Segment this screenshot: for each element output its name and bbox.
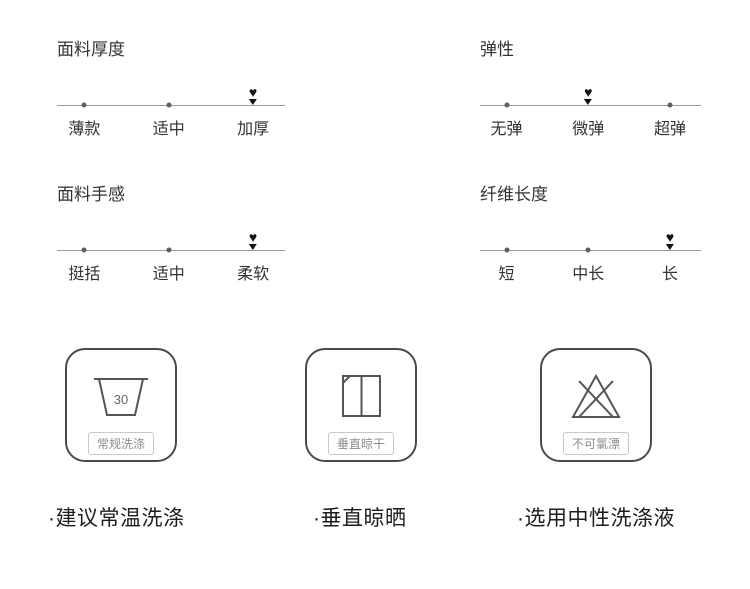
heart-glyph: ♥ bbox=[248, 229, 258, 245]
heart-glyph: ♥ bbox=[248, 84, 258, 100]
track-dot bbox=[504, 247, 510, 253]
track-option-label: 适中 bbox=[152, 121, 185, 138]
wash-temperature-label: 30 bbox=[114, 392, 128, 407]
no-bleach-icon bbox=[571, 373, 621, 418]
marker-pointer bbox=[584, 99, 593, 105]
track-dot bbox=[166, 247, 172, 253]
track-dot bbox=[667, 102, 673, 108]
scale-title: 面料厚度 bbox=[57, 40, 125, 59]
track-dot bbox=[585, 247, 591, 253]
track-option-label: 微弹 bbox=[572, 121, 605, 138]
scale-fabric-thickness: 面料厚度 ♥ 薄款 适中 加厚 bbox=[57, 39, 285, 140]
scale-fabric-feel: 面料手感 ♥ 挺括 适中 柔软 bbox=[57, 184, 285, 285]
heart-marker-icon: ♥ bbox=[249, 82, 257, 105]
scale-track: ♥ 短 中长 长 bbox=[480, 227, 701, 285]
track-option-label: 短 bbox=[498, 266, 515, 283]
care-badge: 常规洗涤 bbox=[87, 432, 155, 455]
scale-fiber-length: 纤维长度 ♥ 短 中长 长 bbox=[480, 184, 701, 285]
heart-marker-icon: ♥ bbox=[666, 227, 674, 250]
track-option-label: 柔软 bbox=[237, 266, 270, 283]
care-badge: 垂直晾干 bbox=[327, 432, 395, 455]
heart-marker-icon: ♥ bbox=[249, 227, 257, 250]
wash-tub-30-icon: 30 bbox=[94, 378, 148, 416]
heart-glyph: ♥ bbox=[584, 84, 593, 100]
heart-glyph: ♥ bbox=[665, 229, 675, 245]
track-dot bbox=[166, 102, 172, 108]
care-box-drip-dry: 垂直晾干 bbox=[305, 348, 417, 462]
care-box-no-bleach: 不可氯漂 bbox=[540, 348, 652, 462]
marker-pointer bbox=[249, 244, 258, 250]
track-dot bbox=[81, 247, 87, 253]
track-option-label: 薄款 bbox=[68, 121, 101, 138]
track-dot bbox=[504, 102, 510, 108]
scale-track: ♥ 薄款 适中 加厚 bbox=[57, 82, 285, 140]
track-option-label: 加厚 bbox=[237, 121, 270, 138]
scale-title: 弹性 bbox=[480, 40, 514, 59]
heart-marker-icon: ♥ bbox=[584, 82, 592, 105]
scale-track: ♥ 挺括 适中 柔软 bbox=[57, 227, 285, 285]
caption-normal-wash: ·建议常温洗涤 bbox=[48, 507, 185, 530]
scale-elasticity: 弹性 ♥ 无弹 微弹 超弹 bbox=[480, 39, 701, 140]
track-dot bbox=[81, 102, 87, 108]
marker-pointer bbox=[666, 244, 675, 250]
track-option-label: 长 bbox=[662, 266, 679, 283]
scale-track: ♥ 无弹 微弹 超弹 bbox=[480, 82, 701, 140]
track-line bbox=[480, 105, 701, 106]
scale-title: 纤维长度 bbox=[480, 185, 548, 204]
drip-dry-icon bbox=[342, 375, 381, 417]
marker-pointer bbox=[249, 99, 258, 105]
caption-neutral-detergent: ·选用中性洗涤液 bbox=[517, 507, 675, 530]
caption-drip-dry: ·垂直晾晒 bbox=[313, 507, 407, 530]
track-option-label: 挺括 bbox=[68, 266, 101, 283]
track-option-label: 中长 bbox=[572, 266, 605, 283]
care-badge: 不可氯漂 bbox=[562, 432, 630, 455]
scale-title: 面料手感 bbox=[57, 185, 125, 204]
care-box-normal-wash: 30 常规洗涤 bbox=[65, 348, 177, 462]
track-option-label: 无弹 bbox=[490, 121, 523, 138]
track-option-label: 超弹 bbox=[654, 121, 687, 138]
track-option-label: 适中 bbox=[152, 266, 185, 283]
